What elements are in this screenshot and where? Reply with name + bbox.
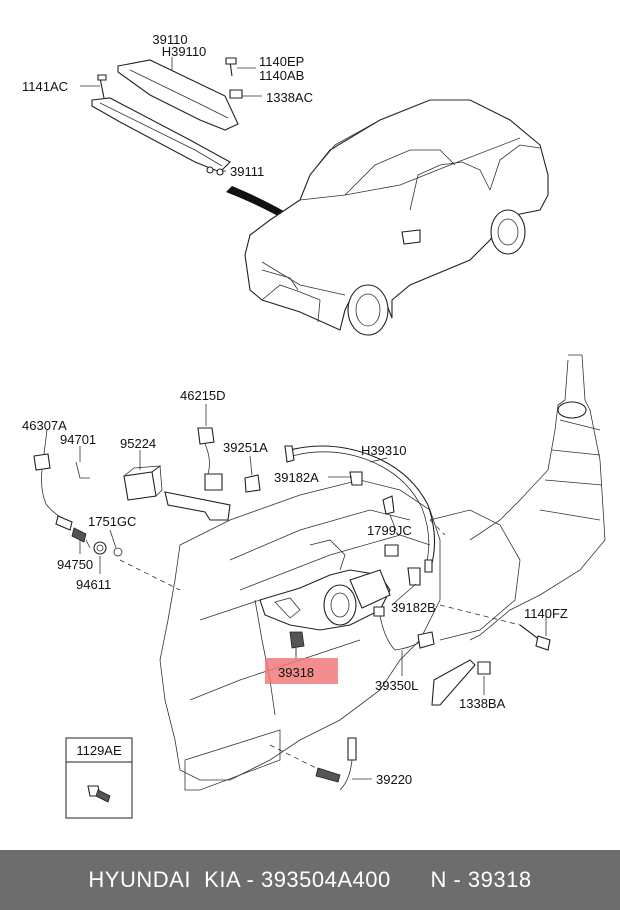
label-46215d: 46215D: [180, 388, 226, 403]
suv-vehicle: [244, 99, 549, 336]
label-1129ae: 1129AE: [76, 743, 122, 758]
label-39350l: 39350L: [375, 678, 418, 693]
footer-bar: HYUNDAI KIA - 393504A400 N - 39318: [0, 850, 620, 910]
label-95224: 95224: [120, 436, 156, 451]
label-39318: 39318: [278, 665, 314, 680]
label-39182b: 39182B: [391, 600, 436, 615]
label-1141ac: 1141AC: [22, 79, 68, 94]
label-1140ep: 1140EP: [259, 54, 304, 69]
intake-manifold: [259, 539, 391, 631]
label-94701: 94701: [60, 432, 96, 447]
label-39182a: 39182A: [274, 470, 319, 485]
transmission: [429, 354, 606, 641]
label-39111: 39111: [230, 164, 264, 179]
label-h39110: H39110: [162, 44, 207, 59]
label-1799jc: 1799JC: [367, 523, 412, 538]
label-1140fz: 1140FZ: [524, 606, 568, 621]
leader-lines: [43, 57, 547, 780]
footer-gap: [391, 867, 431, 893]
wiring-harness: [284, 445, 436, 573]
part-labels: 39110 H39110 1141AC 1140EP 1140AB 1338AC…: [22, 32, 568, 787]
inset-box-1129ae: [65, 737, 133, 819]
highlight-39318: [265, 658, 338, 684]
label-39220: 39220: [376, 772, 412, 787]
label-39251a: 39251A: [223, 440, 268, 455]
label-1338ac: 1338AC: [266, 90, 313, 105]
engine-cover-assembly: [91, 57, 243, 176]
footer-ref-number: N - 39318: [430, 867, 532, 892]
footer-part-number: HYUNDAI KIA - 393504A400: [88, 867, 391, 892]
small-parts: [33, 427, 551, 791]
label-1338ba: 1338BA: [459, 696, 506, 711]
parts-diagram: 39110 H39110 1141AC 1140EP 1140AB 1338AC…: [22, 32, 606, 819]
label-h39310: H39310: [361, 443, 407, 458]
label-94611: 94611: [76, 577, 111, 592]
label-1751gc: 1751GC: [88, 514, 136, 529]
label-94750: 94750: [57, 557, 93, 572]
label-39110: 39110: [152, 32, 187, 47]
label-1140ab: 1140AB: [259, 68, 304, 83]
reference-lines: [119, 519, 521, 771]
label-46307a: 46307A: [22, 418, 67, 433]
